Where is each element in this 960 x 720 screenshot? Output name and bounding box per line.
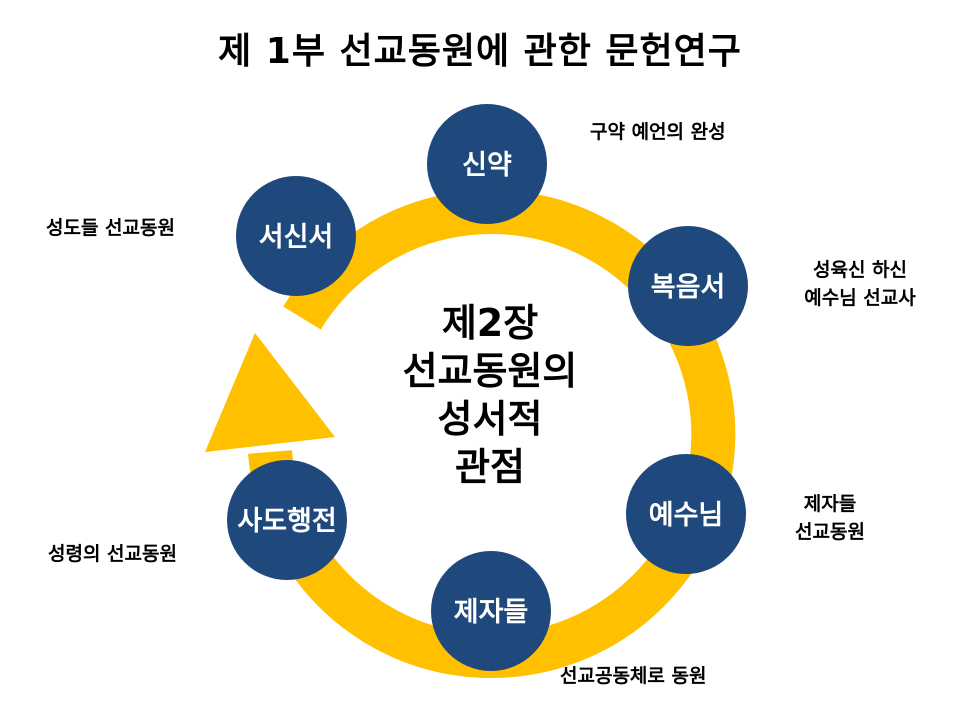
- annotation-new-testament: 구약 예언의 완성: [590, 118, 726, 146]
- annotation-line: 성령의 선교동원: [48, 543, 177, 565]
- node-label: 서신서: [259, 222, 334, 253]
- node-label: 예수님: [649, 500, 724, 531]
- node-gospels: 복음서: [628, 226, 748, 346]
- node-disciples: 제자들: [431, 551, 551, 671]
- annotation-line: 선교공동체로 동원: [560, 665, 707, 687]
- center-title: 제2장 선교동원의 성서적 관점: [403, 301, 578, 489]
- annotation-jesus: 제자들 선교동원: [770, 490, 890, 546]
- cycle-arrow-head: [205, 333, 335, 452]
- annotation-line: 예수님 선교사: [804, 287, 916, 309]
- node-label: 사도행전: [237, 506, 336, 537]
- node-label: 신약: [462, 150, 512, 181]
- annotation-line: 성도들 선교동원: [46, 217, 175, 239]
- center-line: 관점: [455, 445, 525, 489]
- node-jesus: 예수님: [626, 454, 746, 574]
- node-label: 제자들: [454, 597, 529, 628]
- node-label: 복음서: [651, 272, 726, 303]
- annotation-disciples: 선교공동체로 동원: [560, 662, 706, 690]
- node-epistles: 서신서: [236, 176, 356, 296]
- center-line: 선교동원의: [403, 349, 578, 393]
- annotation-line: 구약 예언의 완성: [590, 121, 726, 143]
- annotation-line: 성육신 하신: [812, 259, 907, 281]
- annotation-epistles: 성도들 선교동원: [46, 214, 175, 242]
- annotation-line: 선교동원: [795, 521, 865, 543]
- annotation-gospels: 성육신 하신 예수님 선교사: [780, 256, 940, 312]
- center-line: 제2장: [442, 301, 538, 345]
- node-new-testament: 신약: [427, 104, 547, 224]
- annotation-line: 제자들: [803, 493, 857, 515]
- center-line: 성서적: [438, 397, 543, 441]
- node-acts: 사도행전: [227, 460, 347, 580]
- annotation-acts: 성령의 선교동원: [48, 540, 177, 568]
- page-title: 제 1부 선교동원에 관한 문헌연구: [218, 31, 742, 72]
